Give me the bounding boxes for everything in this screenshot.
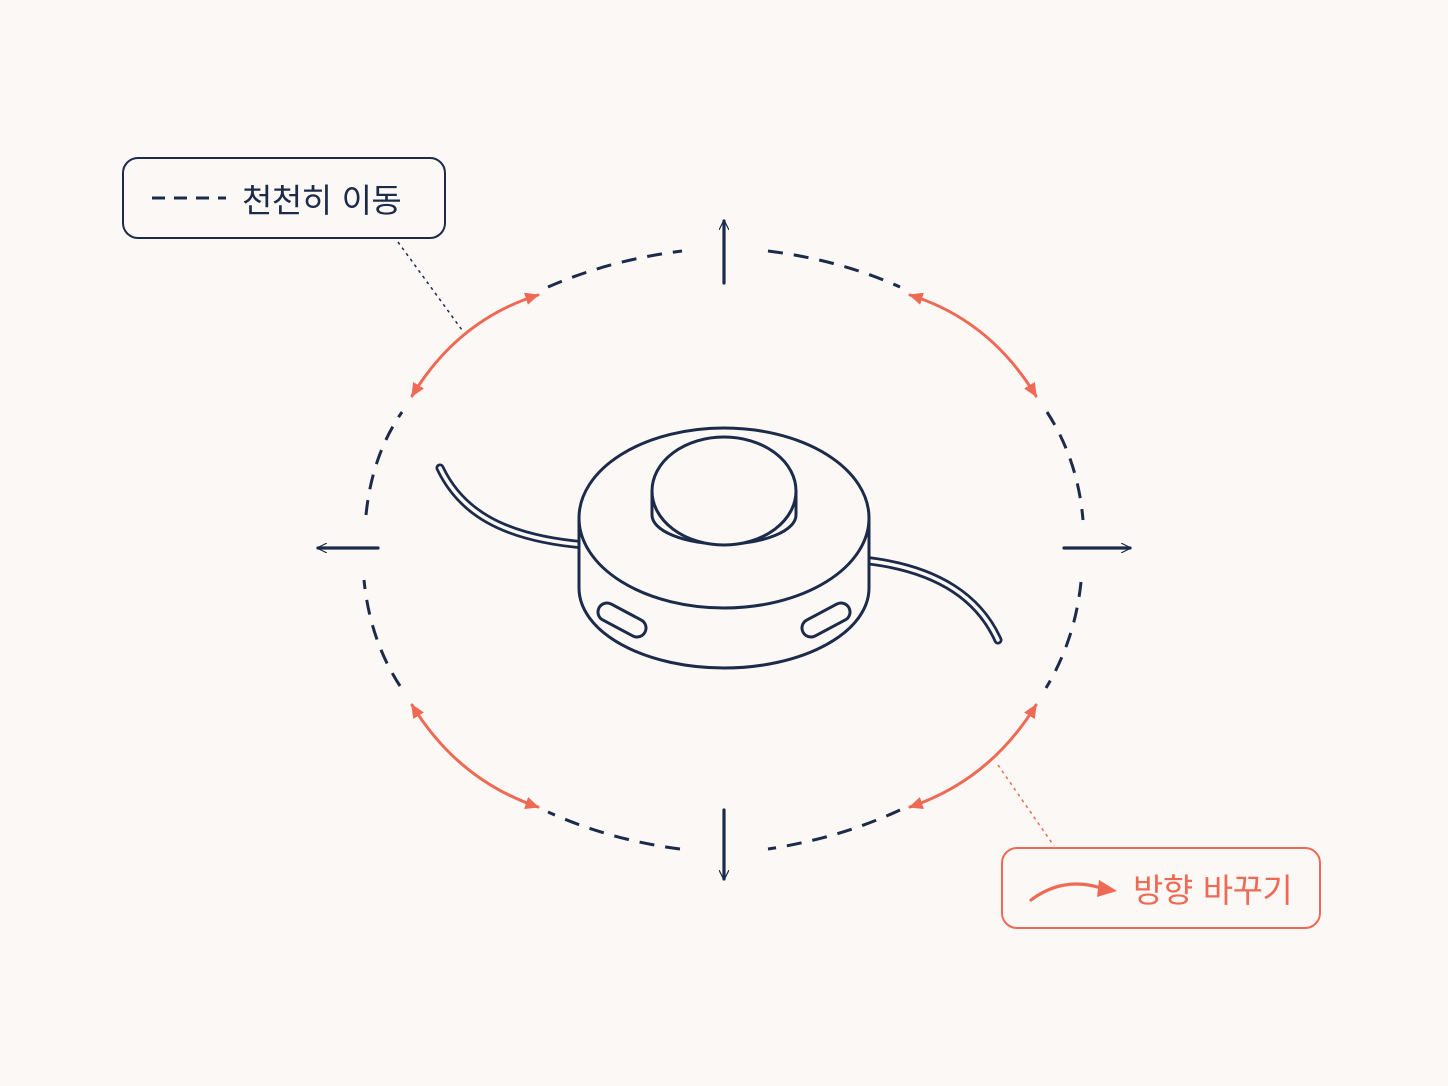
- eyelet-slot-right: [800, 601, 852, 639]
- dashed-segment-left-upper: [364, 411, 404, 516]
- dashed-segment-top-right: [767, 249, 901, 289]
- turn-arrow-top-right: [908, 292, 1038, 398]
- trimmer-line-left: [435, 463, 590, 550]
- slow-move-path: [362, 249, 1085, 851]
- dashed-segment-bottom-left: [547, 810, 681, 851]
- dashed-segment-top-left: [547, 249, 683, 289]
- direction-arrows: [316, 219, 1132, 881]
- dashed-segment-right-lower: [1044, 581, 1083, 689]
- legend-slow-move-label: 천천히 이동: [242, 181, 402, 220]
- dashed-segment-right-upper: [1045, 411, 1085, 521]
- change-direction-leader-line: [997, 764, 1055, 847]
- legend-slow-move: 천천히 이동: [122, 157, 446, 239]
- eyelet-slot-left: [596, 601, 648, 639]
- curved-arrow-icon: [1029, 880, 1117, 902]
- turn-arrow-bottom-right: [908, 703, 1038, 809]
- turn-arrow-bottom-left: [410, 703, 540, 809]
- dashed-segment-left-lower: [362, 579, 402, 687]
- slow-move-leader-line: [397, 241, 463, 331]
- trimmer-line-right: [857, 555, 1003, 645]
- trimmer-head-icon: [435, 426, 1003, 670]
- spool-knob-top: [650, 435, 798, 547]
- dashed-line-icon: [152, 196, 226, 200]
- dashed-segment-bottom-right: [767, 808, 901, 851]
- turn-arrow-top-left: [410, 292, 540, 398]
- legend-change-direction: 방향 바꾸기: [1001, 847, 1321, 929]
- turn-arrows: [410, 292, 1038, 809]
- legend-change-direction-label: 방향 바꾸기: [1133, 871, 1293, 910]
